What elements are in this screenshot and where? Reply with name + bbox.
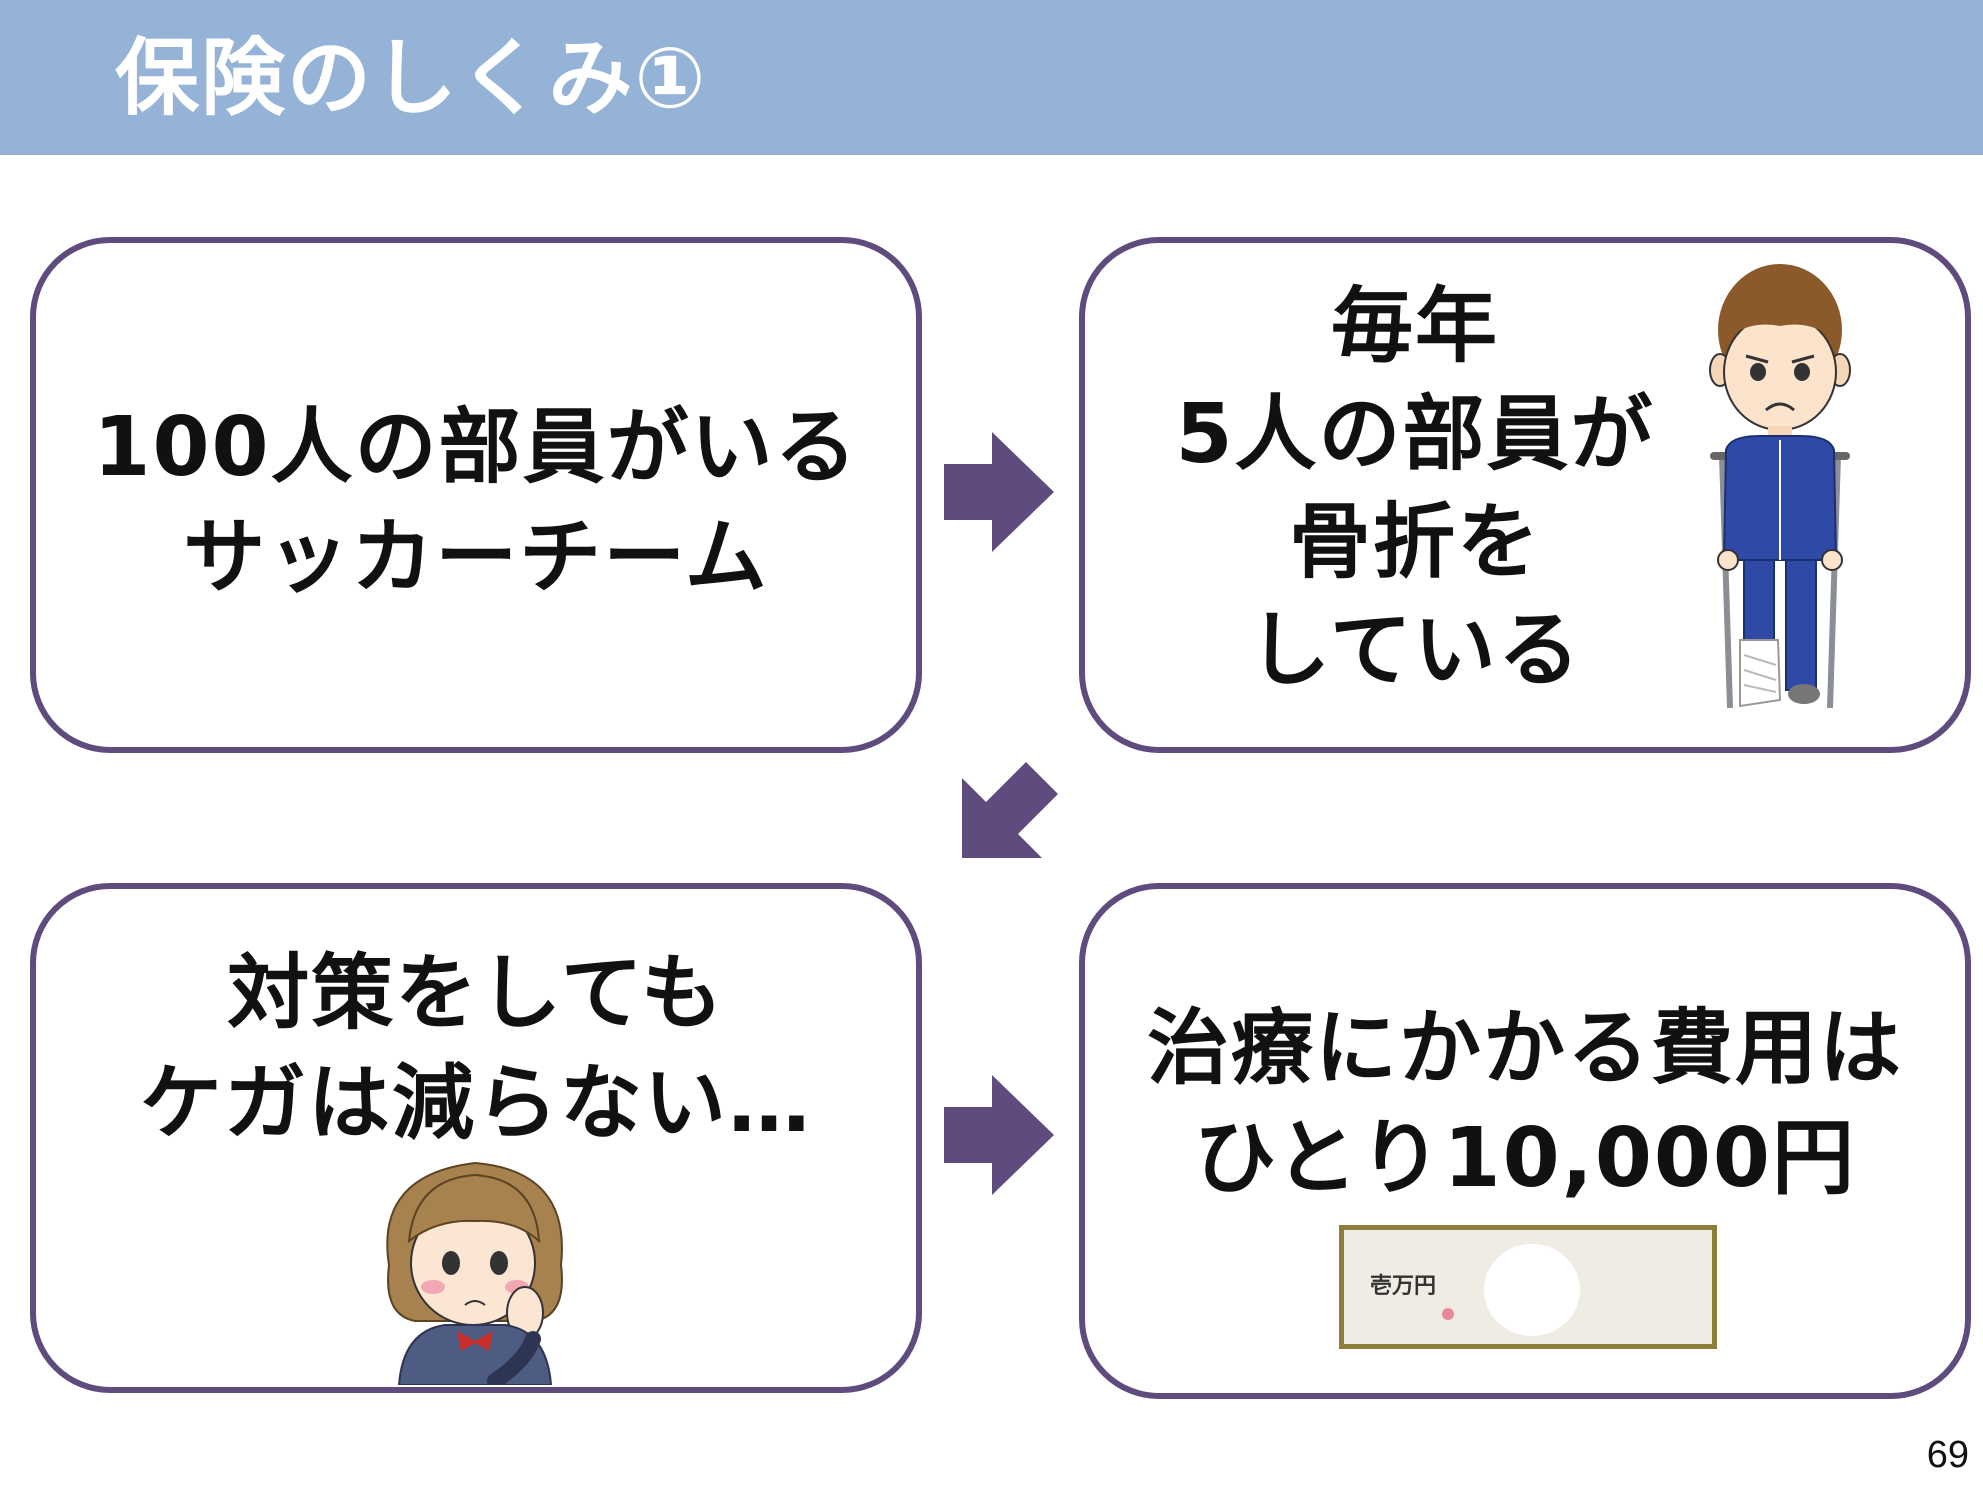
panel-injury-text: 毎年 5人の部員が 骨折を している — [1085, 273, 1745, 705]
panel-cost-text: 治療にかかる費用は ひとり10,000円 — [1085, 994, 1965, 1214]
arrow-down-left-icon — [962, 762, 1058, 858]
panel-cost-line-1: 治療にかかる費用は — [1146, 1001, 1903, 1096]
panel-prevention-text: 対策をしても ケガは減らない… — [36, 939, 916, 1159]
panel-injury-line-4: している — [1248, 603, 1582, 698]
panel-team-line-1: 100人の部員がいる — [93, 400, 859, 495]
arrow-right-icon — [944, 432, 1054, 552]
panel-team-text: 100人の部員がいる サッカーチーム — [36, 393, 916, 613]
panel-injury-line-3: 骨折を — [1288, 495, 1541, 590]
arrow-right-icon — [944, 1075, 1054, 1195]
panel-prevention-line-2: ケガは減らない… — [139, 1056, 812, 1151]
banknote: 壱万円 — [1339, 1225, 1717, 1349]
panel-team-line-2: サッカーチーム — [183, 510, 769, 605]
panel-injury-line-1: 毎年 — [1330, 279, 1499, 374]
banknote-watermark — [1484, 1244, 1580, 1336]
banknote-seal-icon — [1442, 1308, 1454, 1320]
panel-injury-line-2: 5人の部員が — [1175, 387, 1655, 482]
banknote-label: 壱万円 — [1370, 1274, 1437, 1299]
header-bar: 保険のしくみ① — [0, 0, 1983, 155]
panel-cost-line-2: ひとり10,000円 — [1194, 1111, 1856, 1206]
page-number: 69 — [1926, 1434, 1969, 1476]
panel-prevention-line-1: 対策をしても — [227, 946, 725, 1041]
worried-girl-illustration — [386, 1161, 563, 1385]
panel-team: 100人の部員がいる サッカーチーム — [30, 237, 922, 753]
injured-boy-crutches-illustration — [1709, 264, 1851, 709]
slide-title: 保険のしくみ① — [115, 29, 708, 127]
